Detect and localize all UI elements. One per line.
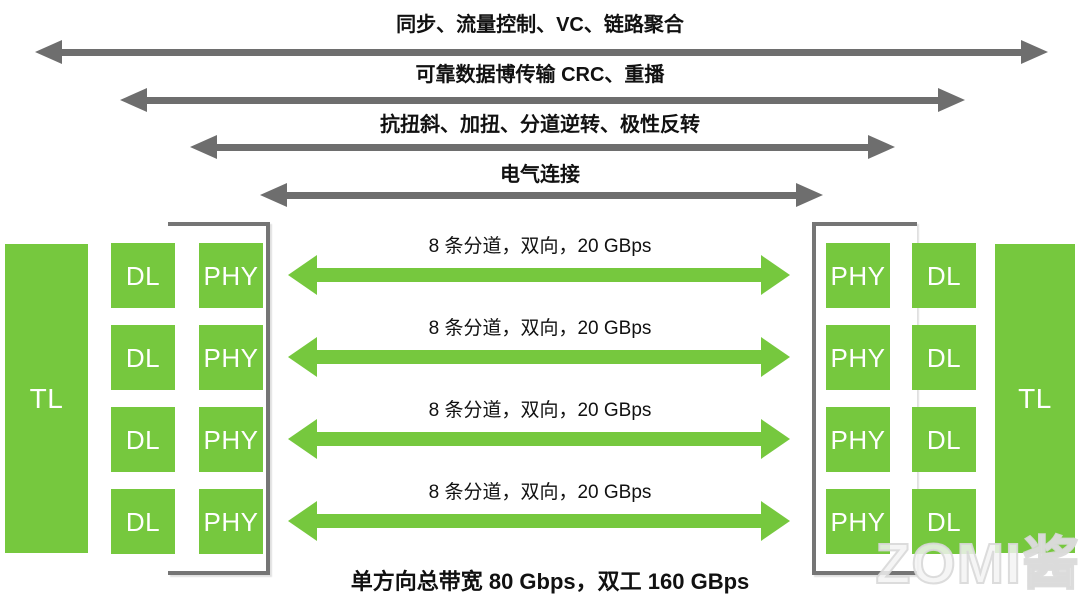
phy-block-left-1: PHY xyxy=(199,243,263,308)
dl-block-right-2: DL xyxy=(912,325,976,390)
dl-block-left-2: DL xyxy=(111,325,175,390)
arrowhead-right-icon xyxy=(761,255,790,295)
arrowhead-left-icon xyxy=(288,337,317,377)
zomi-watermark: ZOMI酱 xyxy=(875,532,1080,596)
arrowhead-left-icon xyxy=(120,88,147,112)
scope-label-reliable: 可靠数据博传输 CRC、重播 xyxy=(415,64,665,86)
lane-label-4: 8 条分道，双向，20 GBps xyxy=(428,482,652,503)
arrow-shaft xyxy=(313,432,765,446)
phy-block-left-2: PHY xyxy=(199,325,263,390)
arrowhead-right-icon xyxy=(796,183,823,207)
arrowhead-left-icon xyxy=(260,183,287,207)
arrowhead-right-icon xyxy=(761,337,790,377)
dl-block-right-4: DL xyxy=(912,489,976,554)
lane-label-1: 8 条分道，双向，20 GBps xyxy=(428,236,652,257)
scope-label-electrical: 电气连接 xyxy=(500,164,580,186)
arrow-shaft xyxy=(280,192,803,199)
arrowhead-right-icon xyxy=(761,419,790,459)
arrowhead-left-icon xyxy=(288,501,317,541)
phy-block-right-1: PHY xyxy=(826,243,890,308)
dl-block-left-3: DL xyxy=(111,407,175,472)
dl-block-right-1: DL xyxy=(912,243,976,308)
arrowhead-left-icon xyxy=(190,135,217,159)
arrow-shaft xyxy=(313,350,765,364)
lane-label-3: 8 条分道，双向，20 GBps xyxy=(428,400,652,421)
arrowhead-left-icon xyxy=(288,255,317,295)
lane-label-2: 8 条分道，双向，20 GBps xyxy=(428,318,652,339)
dl-block-right-3: DL xyxy=(912,407,976,472)
tl-block-left: TL xyxy=(5,244,88,553)
arrow-shaft xyxy=(313,268,765,282)
dl-block-left-4: DL xyxy=(111,489,175,554)
phy-block-right-4: PHY xyxy=(826,489,890,554)
phy-block-left-4: PHY xyxy=(199,489,263,554)
arrow-shaft xyxy=(55,49,1028,56)
arrowhead-left-icon xyxy=(35,40,62,64)
arrow-shaft xyxy=(210,144,875,151)
link-bracket-right xyxy=(812,222,917,575)
arrowhead-right-icon xyxy=(761,501,790,541)
arrowhead-right-icon xyxy=(1021,40,1048,64)
arrow-shaft xyxy=(140,97,945,104)
dl-block-left-1: DL xyxy=(111,243,175,308)
arrowhead-right-icon xyxy=(938,88,965,112)
scope-label-sync: 同步、流量控制、VC、链路聚合 xyxy=(396,14,684,36)
bandwidth-summary: 单方向总带宽 80 Gbps，双工 160 GBps xyxy=(350,569,750,594)
scope-label-deskew: 抗扭斜、加扭、分道逆转、极性反转 xyxy=(380,114,700,136)
arrow-shaft xyxy=(313,514,765,528)
link-bracket-left xyxy=(168,222,270,575)
arrowhead-right-icon xyxy=(868,135,895,159)
tl-block-right: TL xyxy=(995,244,1075,553)
phy-block-right-2: PHY xyxy=(826,325,890,390)
phy-block-right-3: PHY xyxy=(826,407,890,472)
arrowhead-left-icon xyxy=(288,419,317,459)
phy-block-left-3: PHY xyxy=(199,407,263,472)
